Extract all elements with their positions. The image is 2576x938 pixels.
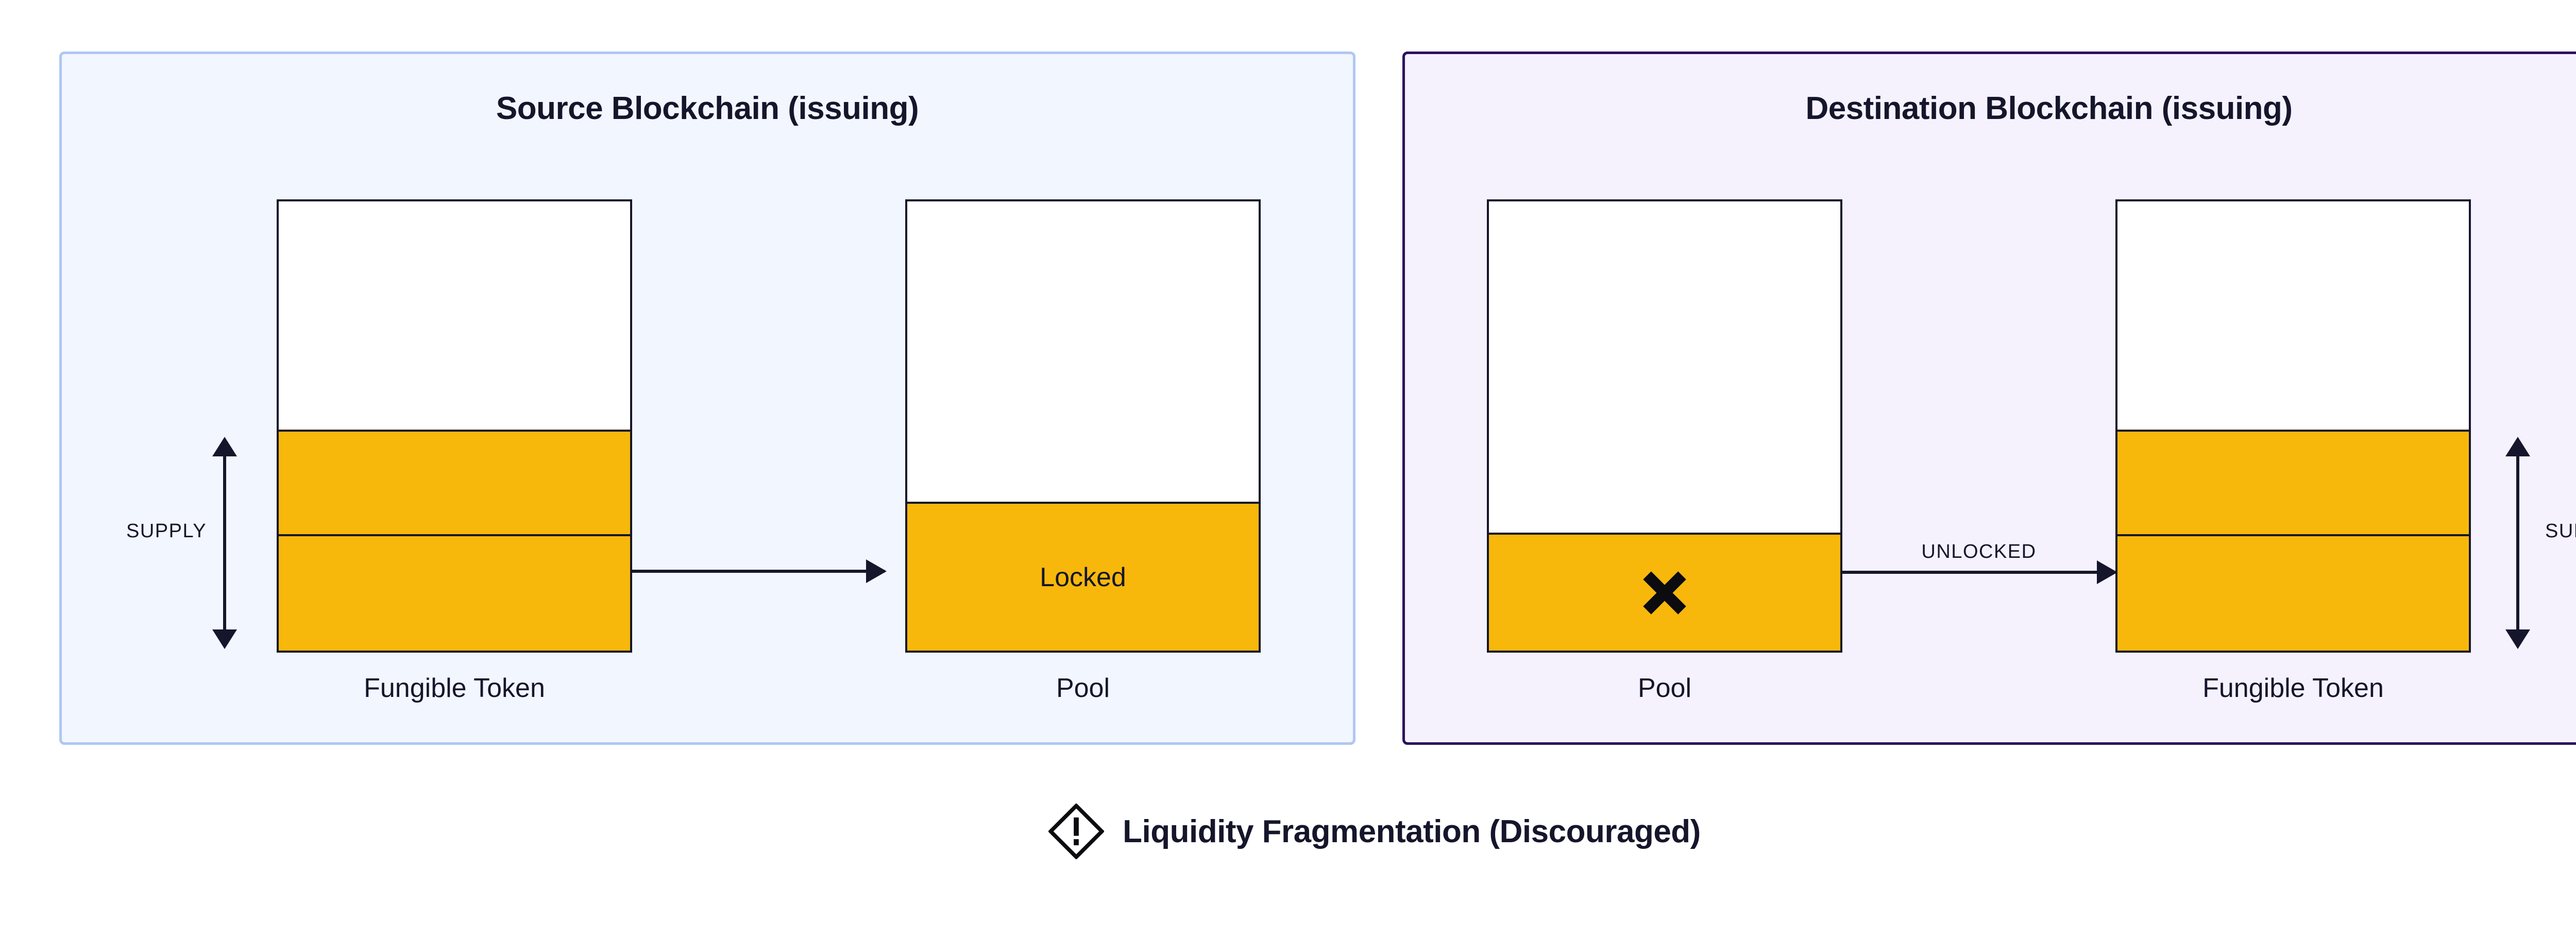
panel-destination-title: Destination Blockchain (issuing)	[1805, 91, 2293, 126]
bar-caption-source-pool: Pool	[1056, 673, 1110, 703]
bar-segment-pool-empty	[1487, 533, 1842, 653]
flow-arrow-unlock-label: UNLOCKED	[1921, 541, 2037, 562]
bar-segment-label-locked: Locked	[1040, 562, 1126, 592]
bar-source-pool: Locked	[905, 199, 1261, 653]
footer-caption: Liquidity Fragmentation (Discouraged)	[0, 804, 2576, 859]
bar-segment-locked: Locked	[905, 502, 1261, 653]
bar-segment-filled	[277, 534, 632, 653]
bar-segment-filled	[2115, 534, 2471, 653]
bar-segment-filled	[277, 430, 632, 534]
warning-diamond-icon	[1048, 804, 1105, 859]
footer-caption-text: Liquidity Fragmentation (Discouraged)	[1123, 813, 1701, 849]
bar-caption-source-fungible-token: Fungible Token	[364, 673, 545, 703]
bar-destination-pool	[1487, 199, 1842, 653]
flow-arrow-lock	[632, 570, 885, 573]
bar-caption-destination-pool: Pool	[1637, 673, 1692, 703]
x-mark-icon	[1640, 568, 1689, 618]
supply-arrow-source	[223, 455, 226, 630]
flow-arrow-unlock	[1842, 571, 2115, 574]
supply-arrow-destination	[2516, 455, 2519, 630]
bar-caption-destination-fungible-token: Fungible Token	[2202, 673, 2384, 703]
bar-source-fungible-token	[277, 199, 632, 653]
supply-label-source: SUPPLY	[126, 520, 207, 542]
supply-label-destination: SUPPLY	[2545, 520, 2576, 542]
bar-segment-filled	[2115, 430, 2471, 534]
bar-destination-fungible-token	[2115, 199, 2471, 653]
panel-source-title: Source Blockchain (issuing)	[496, 91, 919, 126]
